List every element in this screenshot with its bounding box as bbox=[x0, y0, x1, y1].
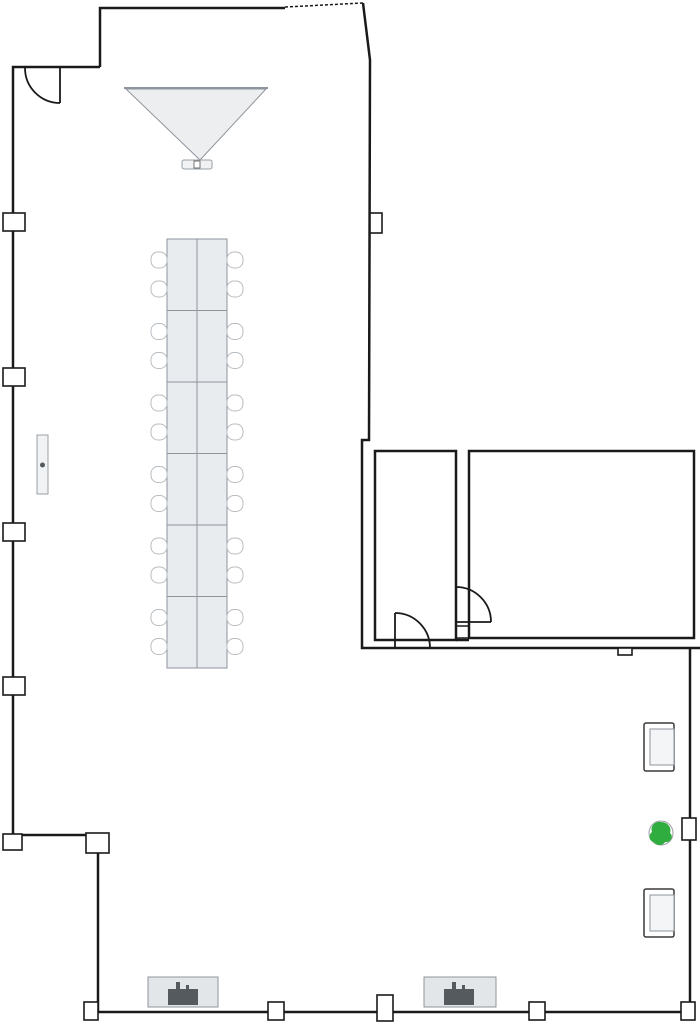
chair-icon[interactable] bbox=[226, 537, 244, 555]
chair-icon[interactable] bbox=[226, 423, 244, 441]
armchair-icon[interactable] bbox=[643, 722, 675, 772]
projection-screen-icon bbox=[124, 87, 268, 170]
chair-icon[interactable] bbox=[226, 280, 244, 298]
chair-icon[interactable] bbox=[150, 638, 168, 655]
side-room-wall bbox=[467, 449, 696, 640]
chair-icon[interactable] bbox=[150, 280, 168, 298]
column-icon bbox=[2, 833, 23, 851]
table-segment bbox=[166, 310, 198, 383]
columns bbox=[2, 212, 697, 1022]
storage-room-wall bbox=[373, 449, 458, 642]
chair-icon[interactable] bbox=[150, 251, 168, 269]
chair-icon[interactable] bbox=[150, 609, 168, 626]
column-icon bbox=[680, 1001, 696, 1021]
chair-icon[interactable] bbox=[150, 394, 168, 412]
door-swing-icon[interactable] bbox=[455, 586, 492, 623]
column-icon bbox=[2, 522, 26, 542]
column-icon bbox=[85, 832, 110, 854]
table-segment bbox=[166, 596, 198, 669]
column-icon bbox=[267, 1001, 285, 1021]
conference-table bbox=[150, 238, 244, 669]
walls bbox=[11, 2, 700, 1014]
table-segment bbox=[196, 238, 228, 311]
table-segment bbox=[166, 453, 198, 526]
door-threshold bbox=[455, 625, 470, 639]
glass-wall-segment bbox=[284, 2, 364, 8]
chair-icon[interactable] bbox=[226, 495, 244, 512]
chair-icon[interactable] bbox=[150, 352, 168, 369]
table-segment bbox=[196, 381, 228, 454]
table-segment bbox=[196, 453, 228, 526]
credenza-icon bbox=[147, 976, 219, 1008]
door-swing-icon[interactable] bbox=[394, 612, 431, 649]
doors bbox=[24, 67, 492, 649]
table-segment bbox=[166, 381, 198, 454]
outer-wall-west bbox=[98, 6, 285, 67]
chair-icon[interactable] bbox=[150, 566, 168, 584]
chair-icon[interactable] bbox=[150, 495, 168, 512]
chair-icon[interactable] bbox=[226, 609, 244, 626]
credenza-icon bbox=[423, 976, 497, 1008]
column-icon bbox=[2, 676, 26, 696]
chair-icon[interactable] bbox=[226, 251, 244, 269]
column-icon bbox=[681, 817, 697, 841]
wall-panel bbox=[36, 434, 49, 495]
column-icon bbox=[2, 212, 26, 232]
chair-icon[interactable] bbox=[226, 394, 244, 412]
chair-icon[interactable] bbox=[150, 323, 168, 340]
column-icon bbox=[617, 647, 633, 656]
table-segment bbox=[166, 524, 198, 597]
table-segment bbox=[196, 524, 228, 597]
column-icon bbox=[376, 994, 394, 1022]
chair-icon[interactable] bbox=[226, 466, 244, 483]
chair-icon[interactable] bbox=[150, 537, 168, 555]
column-icon bbox=[2, 367, 26, 387]
chair-icon[interactable] bbox=[226, 566, 244, 584]
column-icon bbox=[369, 212, 383, 234]
table-segment bbox=[166, 238, 198, 311]
table-segment bbox=[196, 596, 228, 669]
chair-icon[interactable] bbox=[226, 638, 244, 655]
outer-wall-east-upper bbox=[360, 2, 700, 650]
chair-icon[interactable] bbox=[226, 352, 244, 369]
column-icon bbox=[83, 1001, 99, 1021]
armchair-icon[interactable] bbox=[643, 888, 675, 938]
chair-icon[interactable] bbox=[150, 466, 168, 483]
door-swing-icon[interactable] bbox=[24, 67, 61, 104]
chair-icon[interactable] bbox=[150, 423, 168, 441]
table-segment bbox=[196, 310, 228, 383]
chair-icon[interactable] bbox=[226, 323, 244, 340]
column-icon bbox=[528, 1001, 546, 1021]
potted-plant-icon bbox=[648, 820, 674, 846]
outer-wall-north-left bbox=[11, 65, 692, 1014]
